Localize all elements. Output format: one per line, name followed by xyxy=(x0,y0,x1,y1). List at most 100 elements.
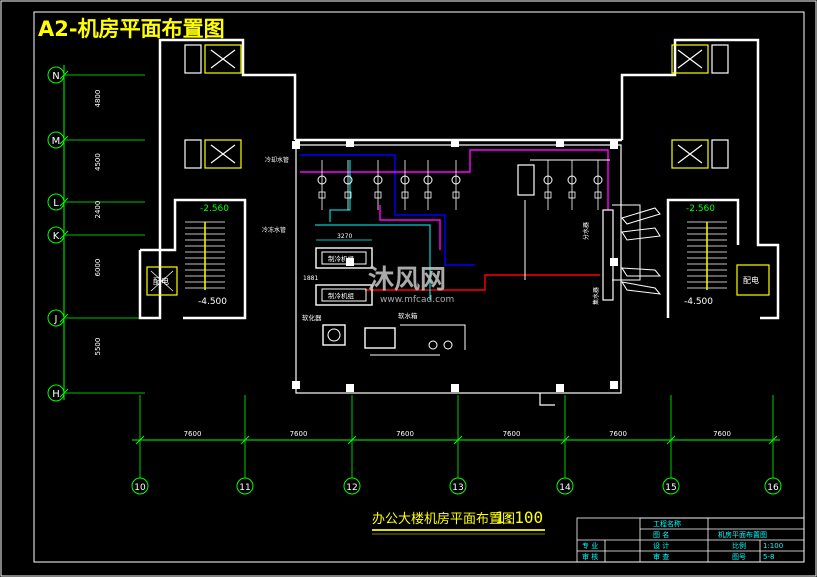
watermark: 沐风网 www.mfcad.com xyxy=(368,265,454,305)
manifold-label: 分水器 xyxy=(582,222,590,240)
row-axis-label: N xyxy=(52,71,59,82)
drawing-title: A2-机房平面布置图 xyxy=(38,17,225,41)
watermark-text: 沐风网 xyxy=(368,265,446,295)
makeup-pump xyxy=(428,340,438,350)
chiller-2-box xyxy=(315,284,373,306)
collector-label: 集水器 xyxy=(592,287,600,305)
wall-left-tower xyxy=(158,38,297,140)
right-room-box xyxy=(736,264,770,296)
elevator-right-top-cross xyxy=(677,49,703,69)
elevator-left-top xyxy=(204,44,242,74)
elevator-left-top-cross xyxy=(210,49,236,69)
pumps xyxy=(317,160,603,350)
col-tick xyxy=(768,435,778,445)
column-pillar xyxy=(556,139,564,147)
pump-valve xyxy=(374,191,382,199)
supply-pipe xyxy=(365,274,600,291)
chilled-pipe-main xyxy=(300,149,609,210)
water-tank-box xyxy=(364,327,396,349)
col-axis-bubble xyxy=(556,477,574,495)
row-tick xyxy=(59,388,69,398)
pump-valve xyxy=(424,191,432,199)
watermark-url: www.mfcad.com xyxy=(380,295,454,305)
building-walls xyxy=(138,38,780,320)
outlet-arrow-2 xyxy=(621,227,661,241)
chiller-side-dim: 1881 xyxy=(303,275,318,282)
column-pillar xyxy=(610,141,618,149)
row-tick xyxy=(59,70,69,80)
col-spacing-label: 7600 xyxy=(503,430,521,438)
column-pillar xyxy=(346,258,354,266)
pump-valve xyxy=(452,191,460,199)
tb-scale-label: 比例 xyxy=(732,541,746,550)
tb-check: 审 核 xyxy=(582,552,598,561)
softener-circle xyxy=(327,328,341,342)
column-pillar xyxy=(346,384,354,392)
row-tick xyxy=(59,135,69,145)
chiller-1-inner xyxy=(321,251,367,265)
piping xyxy=(300,149,641,356)
elevators xyxy=(184,44,729,169)
tb-sheet-label: 图号 xyxy=(732,553,746,561)
pipe-labels: 冷却水管 冷冻水管 xyxy=(262,156,289,234)
column-pillar xyxy=(610,381,618,389)
col-spacing-label: 7600 xyxy=(396,430,414,438)
column-pillar xyxy=(610,258,618,266)
elevator-left-mid-cross xyxy=(210,144,236,164)
plan-caption: 办公大楼机房平面布置图 xyxy=(372,511,515,527)
manifold-body xyxy=(602,209,614,301)
pump-valve xyxy=(568,191,576,199)
title-block xyxy=(576,517,805,563)
row-spacing-label: 6000 xyxy=(94,259,102,277)
col-axis-bubble xyxy=(343,477,361,495)
row-axis-label: H xyxy=(52,389,60,400)
door-swing xyxy=(539,393,555,406)
col-axis-label: 10 xyxy=(134,483,146,493)
elevator-right-top xyxy=(671,44,709,74)
outlet-arrow-4 xyxy=(620,281,662,295)
outlet-arrow-3 xyxy=(621,267,662,277)
left-room-box xyxy=(146,266,178,296)
manifolds: 分水器 集水器 xyxy=(582,207,662,305)
softener-label: 软化器 xyxy=(302,313,322,322)
elevator-right-top-shaft xyxy=(711,44,729,74)
chilled-branch xyxy=(379,205,441,250)
wall-right-tower xyxy=(620,38,760,140)
tb-sheet-value: 5-8 xyxy=(763,553,774,561)
col-tick xyxy=(347,435,357,445)
chiller-2-inner xyxy=(321,288,367,302)
col-tick xyxy=(453,435,463,445)
stair-handrails xyxy=(204,222,708,290)
row-tick xyxy=(59,197,69,207)
column-pillar xyxy=(451,139,459,147)
level-marks: -2.560 -4.500 -2.560 -4.500 xyxy=(198,204,715,307)
left-room-cross xyxy=(150,270,174,292)
water-tank-label: 软水箱 xyxy=(398,311,418,320)
row-axis-label: M xyxy=(52,136,61,147)
pump-valve xyxy=(544,191,552,199)
wall-right-stair xyxy=(666,198,740,318)
col-tick xyxy=(240,435,250,445)
elevator-right-mid-shaft xyxy=(711,139,729,169)
elevator-left-mid-shaft xyxy=(184,139,202,169)
pump-valve xyxy=(318,191,326,199)
wall-right-side xyxy=(756,75,780,320)
row-spacing-label: 4800 xyxy=(94,90,102,108)
col-axis-bubble xyxy=(236,477,254,495)
outlet-pipe xyxy=(612,204,641,281)
elevator-left-mid xyxy=(204,139,242,169)
left-room-label: 配电 xyxy=(153,276,169,286)
col-tick xyxy=(560,435,570,445)
wall-left-stair xyxy=(140,198,247,320)
col-axis-label: 14 xyxy=(559,483,571,493)
col-axis-bubble xyxy=(764,477,782,495)
pump-valve xyxy=(594,191,602,199)
cyan-branch-2 xyxy=(315,224,431,300)
chilled-pipe-label: 冷冻水管 xyxy=(262,226,286,234)
column-pillars xyxy=(292,139,618,392)
col-axis-label: 16 xyxy=(767,483,779,493)
col-axis-bubble xyxy=(662,477,680,495)
tb-drawing-value: 机房平面布置图 xyxy=(718,530,767,539)
chiller-2-label: 制冷机组 xyxy=(328,291,355,300)
chillers: 制冷机组 制冷机组 3270 1881 xyxy=(303,233,373,306)
